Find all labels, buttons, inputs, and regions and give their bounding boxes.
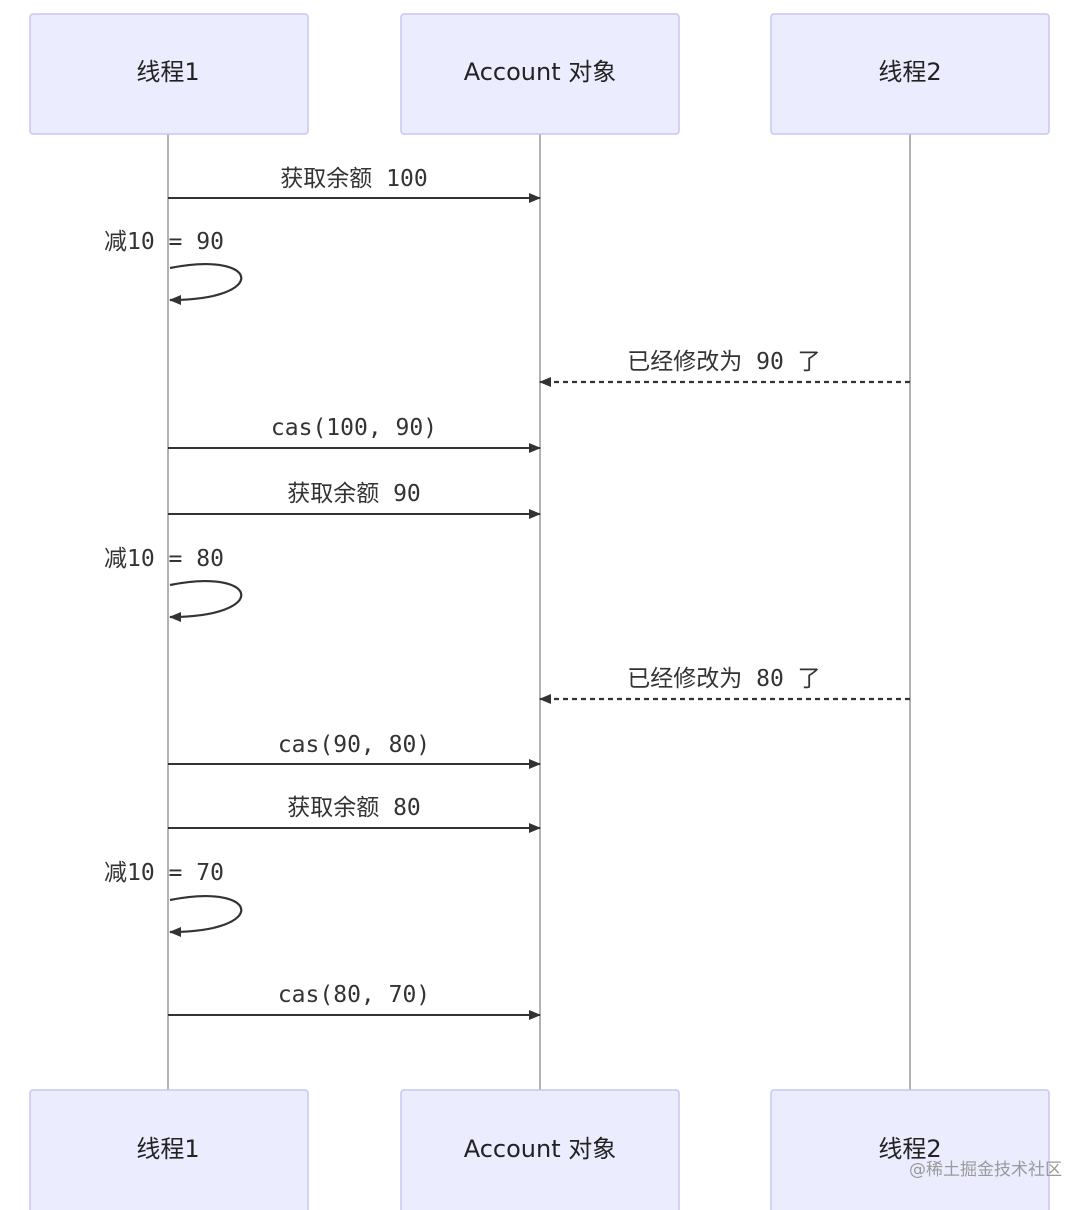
- message-cas-100-90: cas(100, 90): [168, 415, 541, 453]
- message-get-balance-100: 获取余额 100: [168, 166, 541, 203]
- message-self-minus-10-80: 减10 = 80: [104, 546, 243, 622]
- message-get-balance-90: 获取余额 90: [168, 481, 541, 519]
- message-get-balance-80: 获取余额 80: [168, 795, 541, 833]
- message-modified-90: 已经修改为 90 了: [539, 349, 910, 387]
- message-label: cas(90, 80): [278, 732, 430, 758]
- message-label: 获取余额 100: [280, 166, 427, 192]
- message-self-minus-10-90: 减10 = 90: [104, 229, 243, 305]
- actor-top-thread2: 线程2: [770, 13, 1050, 135]
- message-label: 获取余额 80: [287, 795, 421, 821]
- message-label: cas(100, 90): [271, 415, 437, 441]
- actor-top-account: Account 对象: [400, 13, 680, 135]
- actor-label: 线程1: [136, 58, 199, 86]
- message-label: cas(80, 70): [278, 982, 430, 1008]
- actor-bottom-thread2: 线程2: [770, 1089, 1050, 1210]
- message-label: 已经修改为 90 了: [627, 349, 820, 375]
- message-label: 减10 = 90: [104, 229, 224, 255]
- message-cas-90-80: cas(90, 80): [168, 732, 541, 769]
- message-modified-80: 已经修改为 80 了: [539, 666, 910, 704]
- message-label: 减10 = 80: [104, 546, 224, 572]
- watermark: @稀土掘金技术社区: [909, 1160, 1062, 1180]
- actor-label: Account 对象: [464, 1135, 617, 1163]
- actor-label: 线程2: [878, 58, 941, 86]
- message-label: 减10 = 70: [104, 860, 224, 886]
- actor-label: 线程2: [878, 1135, 941, 1163]
- message-label: 已经修改为 80 了: [627, 666, 820, 692]
- message-cas-80-70: cas(80, 70): [168, 982, 541, 1020]
- message-self-minus-10-70: 减10 = 70: [104, 860, 243, 937]
- actor-bottom-thread1: 线程1: [29, 1089, 309, 1210]
- actor-bottom-account: Account 对象: [400, 1089, 680, 1210]
- message-label: 获取余额 90: [287, 481, 421, 507]
- actor-label: Account 对象: [464, 58, 617, 86]
- actor-top-thread1: 线程1: [29, 13, 309, 135]
- actor-label: 线程1: [136, 1135, 199, 1163]
